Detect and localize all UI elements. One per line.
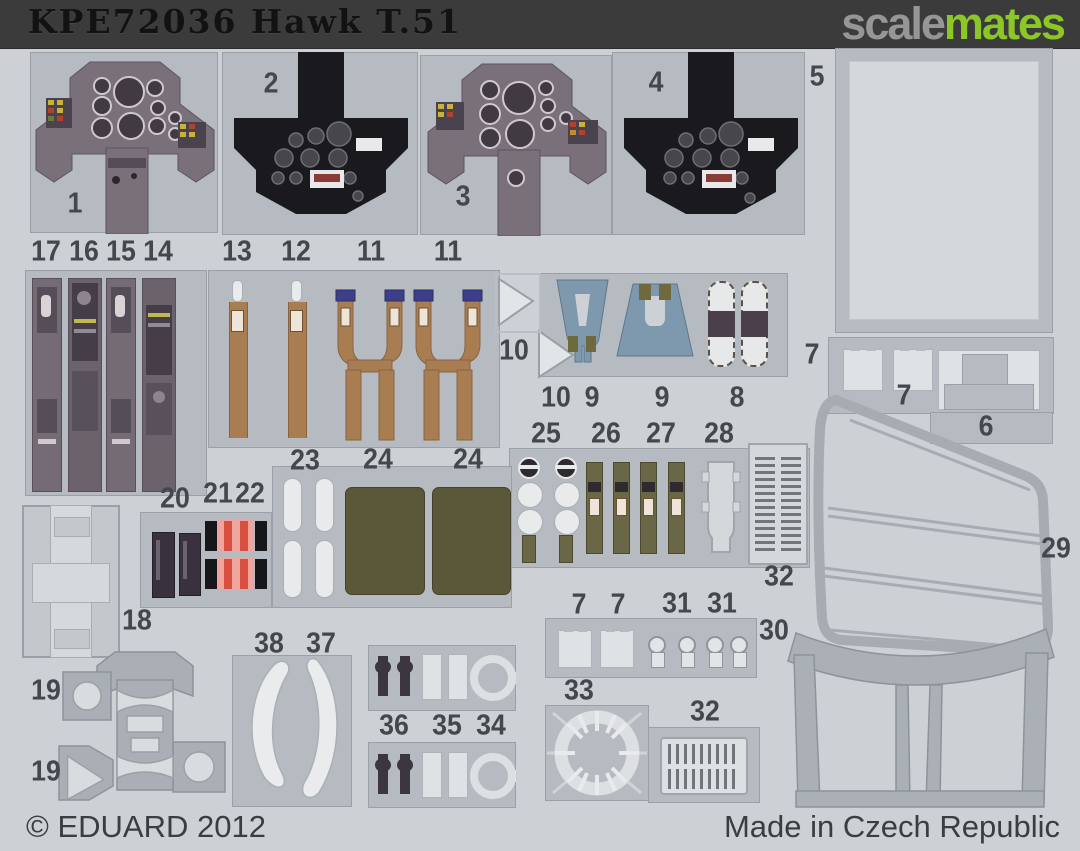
part-11-harness [335, 289, 405, 441]
part-30-windscreen-frame [787, 627, 1055, 808]
fret-plate [930, 412, 1053, 444]
part-number-label: 4 [648, 66, 664, 99]
part-9-yoke [556, 279, 609, 363]
part-number-label: 26 [591, 417, 621, 450]
part-15-console [106, 278, 136, 492]
part-number-label: 17 [31, 235, 61, 268]
part-number-label: 27 [646, 417, 676, 450]
part-32-grille [660, 737, 748, 795]
part-number-label: 19 [31, 674, 61, 707]
part-1-instrument-panel [35, 61, 215, 234]
part-number-label: 15 [106, 235, 136, 268]
part-number-label: 9 [584, 381, 600, 414]
part-number-label: 35 [432, 709, 462, 742]
part-9-yoke [616, 283, 694, 357]
part-number-label: 31 [662, 587, 692, 620]
part-number-label: 11 [356, 235, 386, 268]
part-2-instrument-panel [234, 52, 408, 214]
part-number-label: 6 [978, 410, 994, 443]
made-in-text: Made in Czech Republic [723, 809, 1060, 844]
part-number-label: 37 [306, 627, 336, 660]
part-number-label: 33 [564, 674, 594, 707]
part-number-label: 32 [764, 560, 794, 593]
part-32-grille [748, 443, 808, 565]
kit-title: KPE72036 Hawk T.51 [28, 2, 462, 41]
part-11-harness [413, 289, 483, 441]
part-number-label: 29 [1041, 532, 1071, 565]
part-number-label: 20 [160, 482, 190, 515]
part-number-label: 9 [654, 381, 670, 414]
header-bar: KPE72036 Hawk T.51 scalemates [0, 0, 1080, 49]
part-number-label: 3 [455, 180, 471, 213]
part-number-label: 24 [453, 443, 483, 476]
part-19-pedals [58, 651, 226, 801]
part-number-label: 21 [203, 477, 233, 510]
part-number-label: 10 [499, 334, 529, 367]
part-number-label: 22 [235, 477, 265, 510]
part-number-label: 24 [363, 443, 393, 476]
part-number-label: 14 [143, 235, 173, 268]
part-number-label: 32 [690, 695, 720, 728]
part-number-label: 16 [69, 235, 99, 268]
part-number-label: 34 [476, 709, 506, 742]
part-number-label: 7 [896, 379, 912, 412]
part-number-label: 31 [707, 587, 737, 620]
part-number-label: 2 [263, 67, 279, 100]
part-16-console [68, 278, 102, 492]
part-24-cushion [432, 487, 511, 595]
part-number-label: 38 [254, 627, 284, 660]
part-17-console [32, 278, 62, 492]
part-number-label: 12 [281, 235, 311, 268]
logo-mates: mates [943, 0, 1066, 49]
part-number-label: 7 [571, 588, 587, 621]
part-number-label: 36 [379, 709, 409, 742]
part-number-label: 7 [804, 338, 820, 371]
part-number-label: 7 [610, 588, 626, 621]
part-number-label: 10 [541, 381, 571, 414]
part-number-label: 13 [222, 235, 252, 268]
part-number-label: 30 [759, 614, 789, 647]
part-38-37-grips [251, 657, 338, 799]
part-10-triangles [495, 273, 575, 379]
part-number-label: 1 [67, 187, 83, 220]
part-4-instrument-panel [624, 52, 798, 214]
part-5-blank-panel [849, 61, 1039, 320]
part-33-fan-ring [547, 710, 647, 796]
part-number-label: 18 [122, 604, 152, 637]
copyright-text: © EDUARD 2012 [26, 809, 266, 844]
part-3-instrument-panel [427, 63, 607, 236]
part-number-label: 25 [531, 417, 561, 450]
part-14-console [142, 278, 176, 492]
scalemates-logo: scalemates [841, 0, 1066, 50]
part-24-cushion [345, 487, 425, 595]
part-28-channel [701, 461, 741, 553]
part-18-frame [22, 505, 120, 658]
part-number-label: 11 [433, 235, 463, 268]
part-number-label: 5 [809, 60, 825, 93]
logo-scale: scale [841, 0, 946, 49]
part-number-label: 23 [290, 444, 320, 477]
part-number-label: 19 [31, 755, 61, 788]
part-number-label: 8 [729, 381, 745, 414]
part-number-label: 28 [704, 417, 734, 450]
